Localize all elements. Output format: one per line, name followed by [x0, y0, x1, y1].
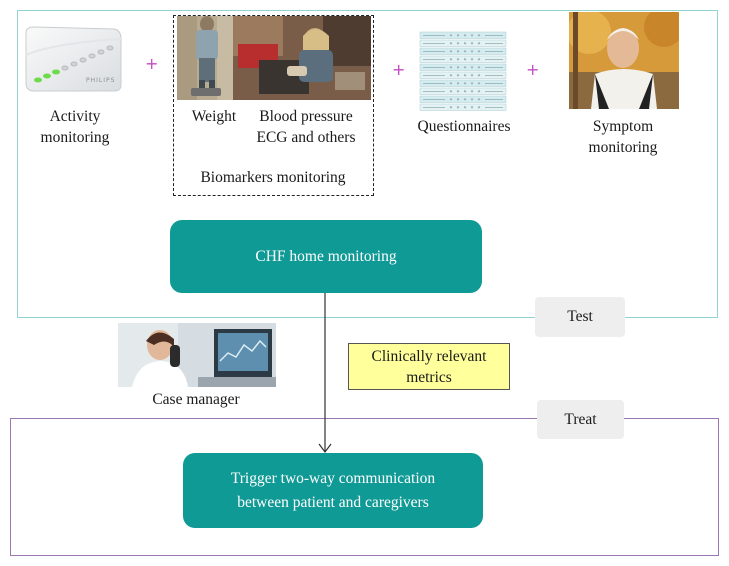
- symptom-monitoring-label: Symptom monitoring: [564, 116, 682, 158]
- test-panel-frame: [17, 10, 718, 318]
- activity-monitoring-label: Activity monitoring: [20, 106, 130, 148]
- blood-pressure-label-line2: ECG and others: [256, 129, 356, 146]
- symptom-label-line1: Symptom: [592, 118, 654, 135]
- plus-sign: +: [526, 60, 540, 79]
- biomarkers-group-frame: [173, 15, 374, 196]
- blood-pressure-label: Blood pressure ECG and others: [246, 106, 366, 148]
- metrics-label-line2: metrics: [406, 368, 452, 386]
- metrics-label-line1: Clinically relevant: [371, 347, 487, 365]
- case-manager-label: Case manager: [152, 391, 240, 408]
- biomarkers-monitoring-label: Biomarkers monitoring: [200, 169, 346, 186]
- symptom-label-line2: monitoring: [588, 139, 658, 156]
- symptom-patient-photo: [569, 12, 679, 109]
- test-tag: Test: [535, 297, 625, 337]
- action-label-line2: between patient and caregivers: [237, 493, 429, 511]
- chf-home-monitoring-box: CHF home monitoring: [170, 220, 482, 293]
- case-manager-photo: [118, 323, 276, 387]
- device-brand-logo: PHILIPS: [86, 77, 116, 84]
- blood-pressure-photo: [233, 16, 371, 100]
- blood-pressure-label-line1: Blood pressure: [259, 108, 353, 125]
- activity-label-line1: Activity: [49, 108, 101, 125]
- activity-monitor-image: PHILIPS: [24, 25, 122, 93]
- clinically-relevant-metrics-box: Clinically relevant metrics: [348, 343, 510, 390]
- two-way-communication-box: Trigger two-way communication between pa…: [183, 453, 483, 528]
- plus-sign: +: [145, 54, 159, 73]
- treat-panel-frame: [10, 418, 719, 556]
- weight-scale-photo: [177, 16, 233, 100]
- weight-label: Weight: [191, 108, 237, 125]
- questionnaire-form-image: [419, 30, 507, 112]
- questionnaires-label: Questionnaires: [417, 118, 511, 135]
- treat-tag: Treat: [537, 400, 624, 439]
- plus-sign: +: [392, 60, 406, 79]
- activity-label-line2: monitoring: [40, 129, 110, 146]
- action-label-line1: Trigger two-way communication: [230, 469, 436, 487]
